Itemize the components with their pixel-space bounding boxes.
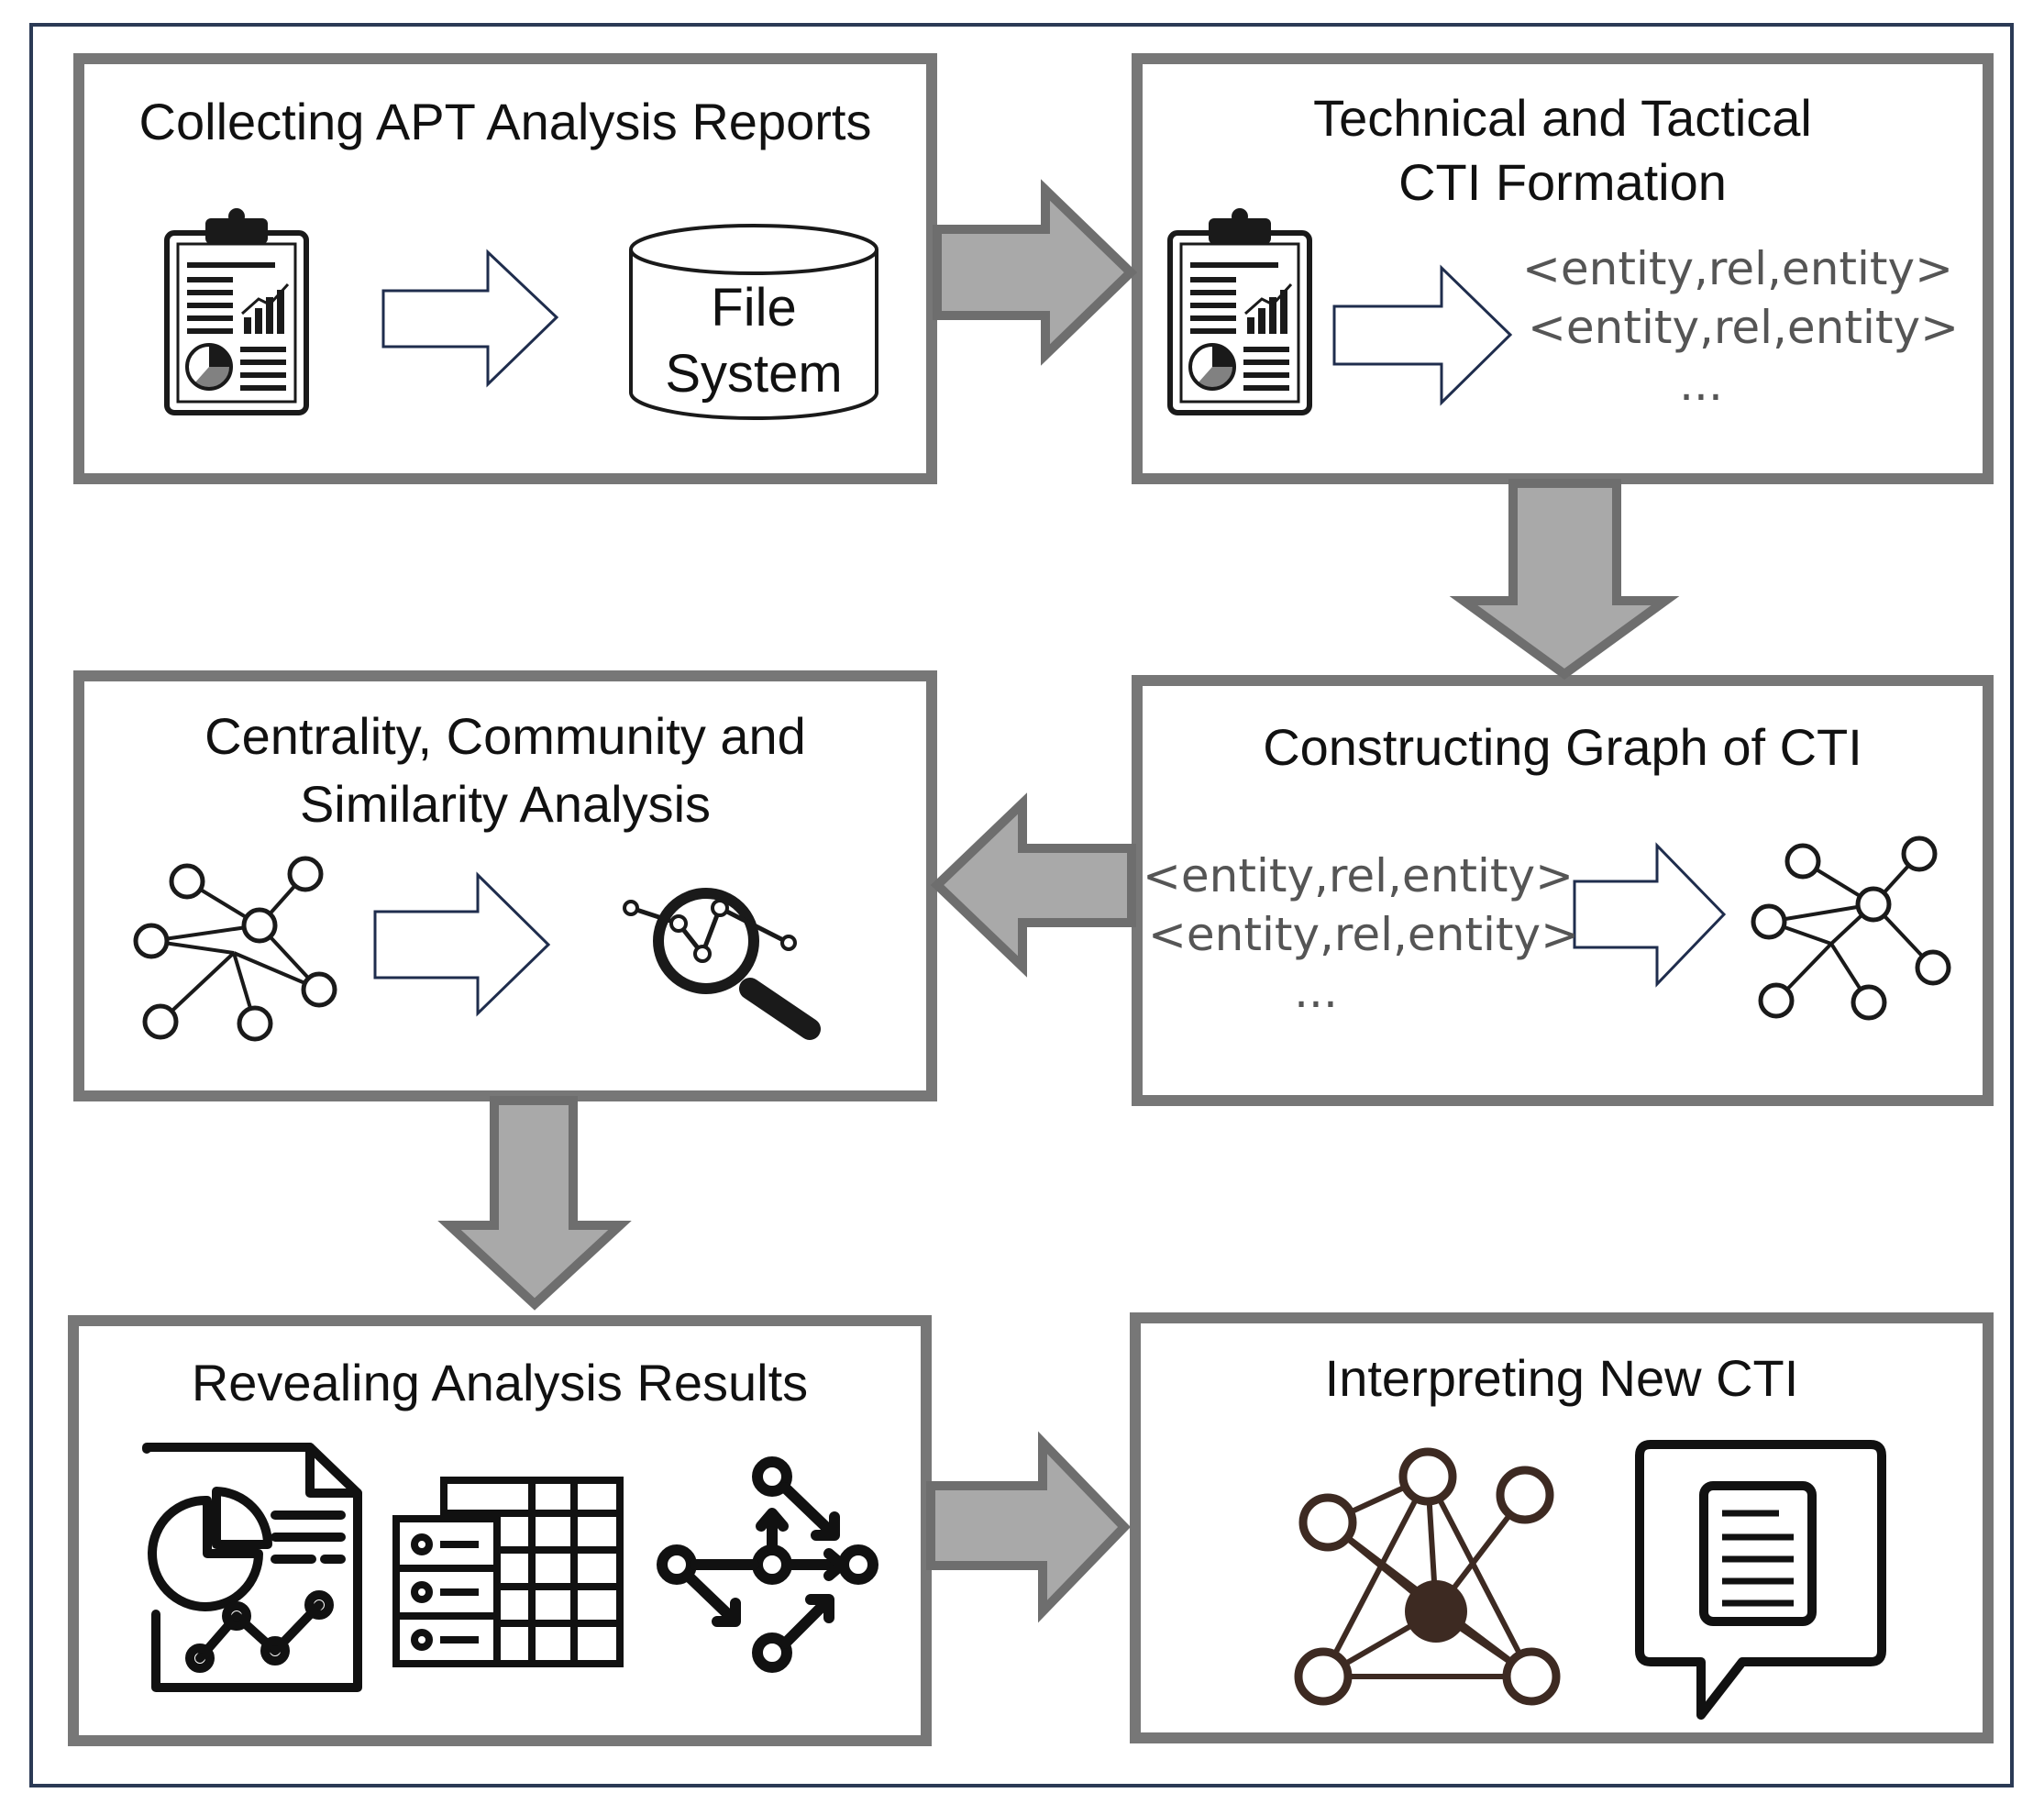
step-title-revealing: Revealing Analysis Results (191, 1354, 809, 1411)
network-graph-icon (1753, 838, 1949, 1018)
step-box-interpreting (1130, 1312, 1994, 1743)
step-title-interpreting: Interpreting New CTI (1324, 1349, 1799, 1407)
flow-arrow-left-middle (930, 792, 1136, 978)
outer-frame (29, 23, 2014, 1787)
step-title-analysis-line1: Centrality, Community and (204, 707, 806, 765)
step-title-analysis-line2: Similarity Analysis (299, 775, 712, 833)
flow-arrow-down-left (437, 1096, 632, 1311)
step-title-formation-line1: Technical and Tactical (1313, 89, 1812, 147)
small-arrow-analysis (373, 871, 551, 1017)
small-arrow-formation (1332, 264, 1513, 406)
clipboard-report-icon (1167, 208, 1312, 415)
small-arrow-collecting (381, 249, 559, 388)
small-arrow-constructing (1573, 842, 1727, 988)
flow-arrow-right-bottom (926, 1431, 1131, 1623)
flow-graph-icon (657, 1456, 878, 1673)
flow-arrow-down-right (1449, 479, 1680, 681)
knowledge-graph-icon (1298, 1452, 1556, 1701)
flow-arrow-right-top (933, 179, 1138, 366)
triple-constructing-ellipsis: ... (1294, 965, 1338, 1018)
step-title-formation-line2: CTI Formation (1398, 153, 1727, 211)
speech-document-icon (1635, 1440, 1886, 1720)
triple-formation-1: <entity,rel,entity> (1522, 242, 1953, 295)
file-system-label-line1: File (711, 278, 797, 338)
clipboard-report-icon (164, 208, 309, 415)
database-icon (629, 224, 878, 420)
step-title-collecting: Collecting APT Analysis Reports (138, 93, 872, 150)
triple-formation-ellipsis: ... (1679, 358, 1723, 411)
pie-report-icon (142, 1443, 362, 1692)
file-system-label-line2: System (665, 344, 843, 404)
triple-formation-2: <entity,rel,entity> (1528, 301, 1959, 354)
step-title-constructing: Constructing Graph of CTI (1263, 718, 1862, 776)
network-graph-icon (136, 858, 335, 1039)
table-icon (392, 1477, 624, 1667)
magnifier-chart-icon (623, 888, 821, 1040)
triple-constructing-1: <entity,rel,entity> (1143, 849, 1574, 902)
step-box-constructing (1132, 675, 1994, 1106)
triple-constructing-2: <entity,rel,entity> (1148, 908, 1579, 961)
